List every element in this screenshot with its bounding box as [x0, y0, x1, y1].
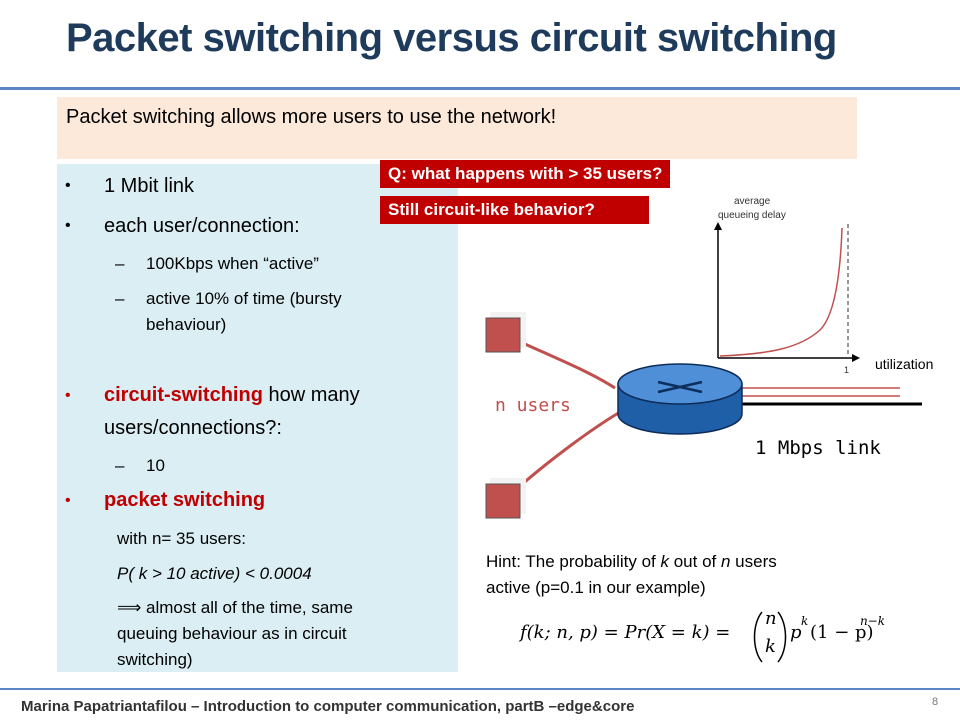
dash-icon: – [115, 289, 125, 308]
circuit-switching-rest: how many [262, 384, 360, 406]
chart-ylabel-2: queueing delay [718, 210, 786, 221]
bullet-dot-icon: • [65, 387, 71, 404]
binom-parens [753, 611, 787, 663]
bullet-circuit: circuit-switching how many [104, 384, 360, 407]
user-host-top-icon [485, 317, 521, 353]
formula-p: p [790, 622, 802, 643]
sub-active-time: active 10% of time (bursty [146, 289, 342, 308]
chart-xtick: 1 [844, 365, 849, 375]
implies-icon: ⟹ [117, 598, 142, 617]
bullet-circuit-cont: users/connections?: [104, 417, 282, 439]
sub-active-rate: 100Kbps when “active” [146, 254, 319, 273]
hint-k: k [660, 552, 670, 571]
question-callout-2: Still circuit-like behavior? [380, 196, 649, 224]
packet-conclusion: almost all of the time, same [146, 598, 353, 617]
user-link-bottom [519, 410, 621, 488]
packet-probability: P( k > 10 active) < 0.0004 [117, 564, 312, 583]
footer-divider [0, 688, 960, 690]
formula-one-minus-p: (1 − p) [810, 622, 874, 643]
bullet-link: 1 Mbit link [104, 175, 195, 197]
chart-x-arrow-icon [852, 354, 860, 362]
chart-y-arrow-icon [714, 222, 722, 230]
binom-top: n [765, 608, 777, 629]
user-link-top [515, 338, 616, 390]
bullet-dot-icon: • [65, 217, 71, 234]
hint-mid: out of [669, 552, 721, 571]
left-content-panel: • 1 Mbit link • each user/connection: – … [57, 164, 458, 672]
chart-delay-curve [719, 227, 843, 357]
bullet-dot-icon: • [65, 492, 71, 509]
dash-icon: – [115, 254, 125, 273]
dash-icon: – [115, 456, 125, 475]
formula-exp-k: k [801, 614, 809, 628]
packet-users: with n= 35 users: [117, 529, 246, 548]
footer-text: Marina Papatriantafilou – Introduction t… [21, 698, 635, 715]
n-users-label: n users [495, 395, 571, 416]
formula-exp-nk: n−k [860, 614, 886, 628]
hint-pre: Hint: The probability of [486, 552, 661, 571]
page-number: 8 [932, 696, 939, 708]
chart-xlabel: utilization [875, 356, 933, 372]
circuit-switching-label: circuit-switching [104, 384, 263, 406]
hint-line-1: Hint: The probability of k out of n user… [486, 549, 906, 575]
binom-bottom: k [765, 636, 776, 657]
question-callout-1: Q: what happens with > 35 users? [380, 160, 671, 188]
network-diagram [485, 312, 922, 519]
slide-title: Packet switching versus circuit switchin… [66, 16, 837, 60]
title-divider [0, 87, 960, 90]
user-host-bottom-icon [485, 483, 521, 519]
bullet-dot-icon: • [65, 177, 71, 194]
banner-text: Packet switching allows more users to us… [66, 106, 557, 128]
formula-lhs: f(k; n, p) = Pr(X = k) = [520, 622, 731, 643]
bullet-user: each user/connection: [104, 215, 300, 237]
router-icon [617, 363, 743, 435]
hint-text: Hint: The probability of k out of n user… [486, 549, 906, 601]
hint-n: n [720, 552, 731, 571]
packet-switching-label: packet switching [104, 489, 266, 511]
packet-conclusion-2: queuing behaviour as in circuit [117, 624, 347, 643]
sub-active-time-cont: behaviour) [146, 315, 227, 334]
queueing-delay-chart: average queueing delay 1 utilization [714, 196, 933, 375]
packet-conclusion-3: switching) [117, 650, 193, 669]
link-capacity-label: 1 Mbps link [755, 437, 881, 459]
banner: Packet switching allows more users to us… [57, 97, 857, 159]
sub-circuit-users: 10 [146, 456, 165, 475]
hint-line-2: active (p=0.1 in our example) [486, 578, 706, 597]
hint-post: users [730, 552, 777, 571]
chart-ylabel-1: average [734, 196, 771, 207]
